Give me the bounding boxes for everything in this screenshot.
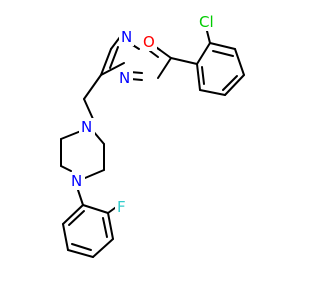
oxygen-atom-label: O xyxy=(143,33,155,51)
molecule-canvas: O N N Cl N N F xyxy=(60,13,245,258)
bond xyxy=(234,48,245,76)
bond xyxy=(149,50,159,58)
atom-backdrop xyxy=(79,118,95,136)
bond xyxy=(83,74,102,100)
bond xyxy=(84,169,105,179)
bond xyxy=(209,42,236,50)
bond xyxy=(60,165,72,172)
bond xyxy=(68,210,85,226)
fluorine-atom-label: F xyxy=(117,198,126,216)
bond xyxy=(92,238,114,258)
bond xyxy=(67,249,94,258)
bond xyxy=(82,204,109,214)
nitrogen-atom-label: N xyxy=(81,118,92,136)
bond xyxy=(100,48,112,76)
bond xyxy=(110,36,121,50)
atom-backdrop xyxy=(117,69,133,87)
atom-backdrop xyxy=(141,33,157,51)
atom-backdrop xyxy=(119,28,134,46)
bond xyxy=(100,62,125,76)
bond xyxy=(159,49,172,59)
atom-backdrop xyxy=(115,198,129,216)
bond xyxy=(60,130,82,140)
bond xyxy=(196,63,201,91)
bond xyxy=(62,204,84,225)
bond xyxy=(77,189,84,206)
bond xyxy=(102,217,108,238)
bond xyxy=(196,42,211,65)
nitrogen-atom-label: N xyxy=(121,28,132,46)
atom-backdrop xyxy=(69,172,85,190)
chlorine-atom-label: Cl xyxy=(199,13,214,31)
bond xyxy=(62,223,69,251)
bond xyxy=(212,50,234,57)
bond xyxy=(107,212,114,240)
bond xyxy=(109,46,119,69)
bond xyxy=(201,66,205,85)
bond xyxy=(224,74,245,96)
bond xyxy=(170,57,198,65)
nitrogen-atom-label: N xyxy=(119,69,130,87)
nitrogen-atom-label: N xyxy=(71,172,82,190)
bond xyxy=(71,243,92,251)
molecule-structure: O N N Cl N N F xyxy=(60,13,245,258)
bond xyxy=(157,57,172,79)
bond xyxy=(83,98,94,120)
bond xyxy=(199,89,226,96)
atom-backdrop xyxy=(198,13,220,31)
bond xyxy=(222,75,238,91)
